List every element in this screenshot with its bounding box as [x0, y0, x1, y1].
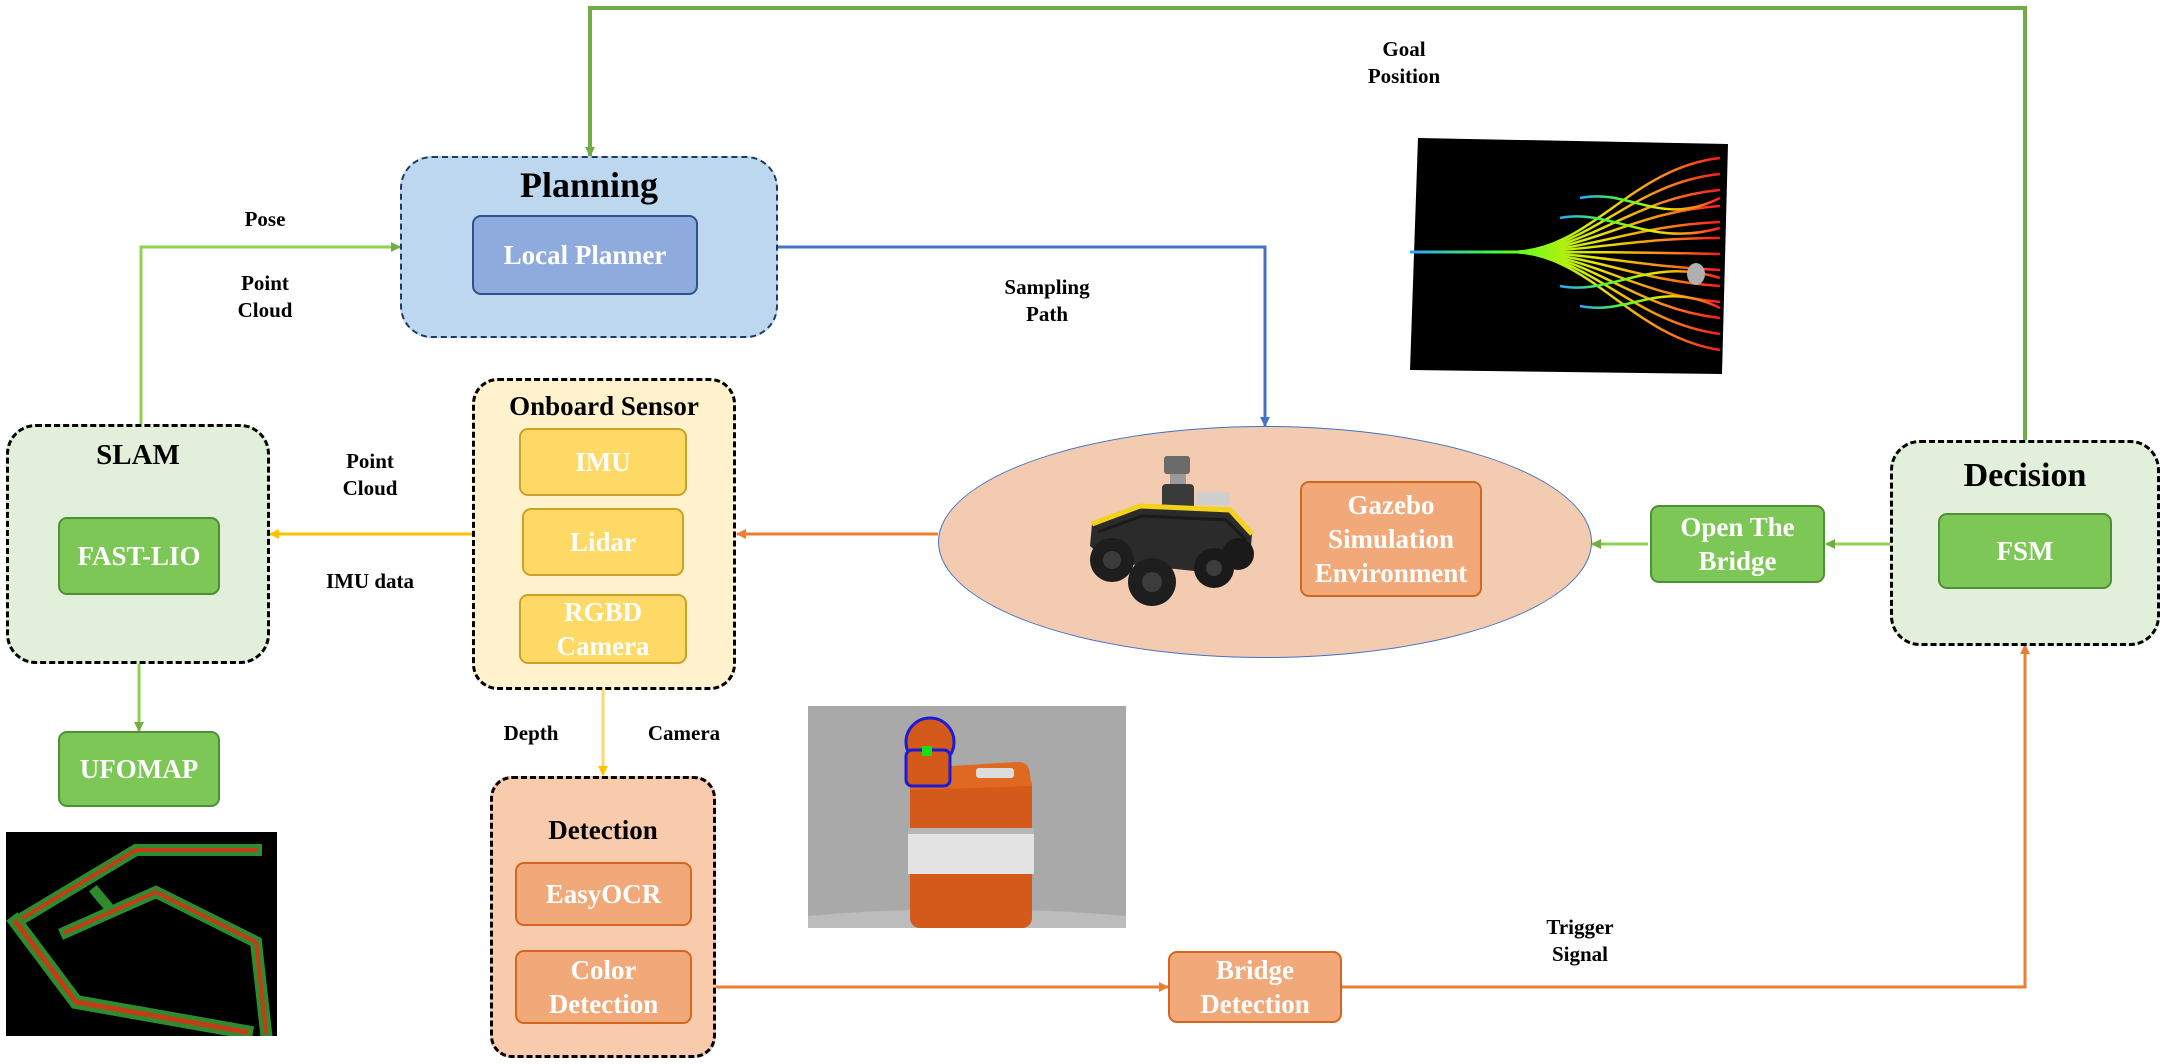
slam-title: SLAM [96, 439, 180, 471]
ufomap-box: UFOMAP [58, 731, 220, 807]
trigger-signal-label: Trigger Signal [1546, 915, 1614, 966]
trigger-signal-arrow [1342, 644, 2030, 989]
onboard-sensor-title: Onboard Sensor [509, 391, 699, 421]
point-cloud-slam-label: Point Cloud [342, 449, 398, 500]
sampling-path-label: Sampling Path [1004, 275, 1090, 326]
point-cloud-planning-label: Point Cloud [237, 271, 293, 322]
detection-title: Detection [548, 815, 658, 845]
gazebo-box: Gazebo Simulation Environment [1300, 481, 1482, 597]
goal-position-label: Goal Position [1367, 37, 1441, 88]
bridge-detection-box: Bridge Detection [1168, 951, 1342, 1023]
fast-lio-box: FAST-LIO [58, 517, 220, 595]
imu-box: IMU [519, 428, 687, 496]
pose-label: Pose [244, 207, 286, 231]
color-detection-box: Color Detection [515, 950, 692, 1024]
gazebo-ellipse [938, 426, 1592, 658]
depth-label: Depth [503, 721, 559, 745]
easyocr-box: EasyOCR [515, 862, 692, 926]
goal-position-arrow [585, 6, 2027, 440]
decision-title: Decision [1963, 457, 2087, 494]
lidar-box: Lidar [522, 508, 684, 576]
local-planner-box: Local Planner [472, 215, 698, 295]
robot-image [1090, 456, 1254, 606]
pose-arrow [139, 242, 401, 424]
open-the-bridge-box: Open The Bridge [1650, 505, 1825, 583]
fsm-box: FSM [1938, 513, 2112, 589]
planning-title: Planning [519, 165, 659, 205]
imu-data-label: IMU data [325, 569, 415, 593]
camera-label: Camera [647, 721, 721, 745]
sampling-path-arrow [778, 245, 1270, 427]
detection-camera-image [808, 706, 1126, 928]
rgbd-camera-box: RGBD Camera [519, 594, 687, 664]
sampling-trajectory-image [1410, 138, 1728, 374]
ufomap-image [6, 832, 277, 1036]
